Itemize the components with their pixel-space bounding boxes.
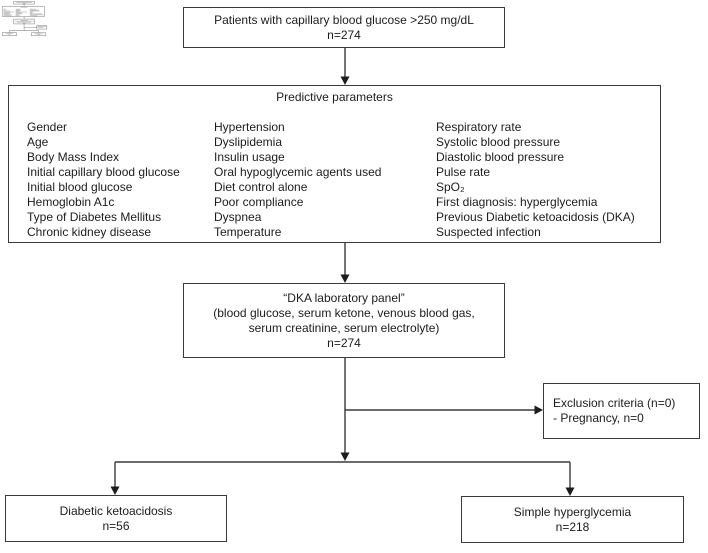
parameter-item: Hypertension — [214, 120, 285, 134]
parameter-item: Hemoglobin A1c — [27, 195, 115, 209]
panel-box-count: n=274 — [327, 335, 361, 350]
predictive-parameters-column-3: Respiratory rate Systolic blood pressure… — [436, 120, 635, 240]
predictive-parameters-box: Predictive parameters Gender Age Body Ma… — [8, 85, 661, 243]
exclusion-criteria-title: Exclusion criteria (n=0) — [553, 396, 676, 410]
parameter-item: Systolic blood pressure — [436, 135, 561, 149]
patients-box-line1: Patients with capillary blood glucose >2… — [214, 12, 474, 27]
parameter-item: Diastolic blood pressure — [436, 150, 565, 164]
hyperglycemia-outcome-count: n=218 — [555, 519, 590, 534]
parameter-item: Respiratory rate — [436, 120, 522, 134]
simple-hyperglycemia-box: Simple hyperglycemia n=218 — [461, 496, 684, 543]
parameter-item: First diagnosis: hyperglycemia — [436, 195, 598, 209]
parameter-item: Dyspnea — [214, 210, 262, 224]
parameter-item: Suspected infection — [436, 225, 541, 239]
patients-box-count: n=274 — [327, 27, 361, 42]
parameter-item: Type of Diabetes Mellitus — [27, 210, 162, 224]
parameter-item: Initial capillary blood glucose — [27, 165, 180, 179]
parameter-item: Initial blood glucose — [27, 180, 133, 194]
dka-outcome-label: Diabetic ketoacidosis — [59, 503, 173, 518]
parameter-item: Chronic kidney disease — [27, 225, 152, 239]
parameter-item: SpO₂ — [436, 180, 465, 194]
parameter-item: Temperature — [214, 225, 282, 239]
panel-box-line2: (blood glucose, serum ketone, venous blo… — [213, 305, 475, 320]
predictive-parameters-title: Predictive parameters — [276, 90, 393, 104]
parameter-item: Gender — [27, 120, 68, 134]
diabetic-ketoacidosis-box: Diabetic ketoacidosis n=56 — [5, 495, 227, 542]
predictive-parameters-column-1: Gender Age Body Mass Index Initial capil… — [27, 120, 180, 240]
panel-box-title: “DKA laboratory panel” — [283, 290, 405, 305]
patients-box: Patients with capillary blood glucose >2… — [183, 7, 505, 48]
dka-laboratory-panel-box: “DKA laboratory panel” (blood glucose, s… — [183, 283, 505, 358]
parameter-item: Dyslipidemia — [214, 135, 283, 149]
diagram-thumbnail — [2, 1, 48, 37]
exclusion-criteria-item: - Pregnancy, n=0 — [553, 411, 644, 425]
parameter-item: Oral hypoglycemic agents used — [214, 165, 382, 179]
parameter-item: Age — [27, 135, 49, 149]
parameter-item: Insulin usage — [214, 150, 285, 164]
dka-outcome-count: n=56 — [102, 518, 130, 533]
parameter-item: Body Mass Index — [27, 150, 120, 164]
parameter-item: Previous Diabetic ketoacidosis (DKA) — [436, 210, 635, 224]
panel-box-line3: serum creatinine, serum electrolyte) — [248, 320, 440, 335]
predictive-parameters-column-2: Hypertension Dyslipidemia Insulin usage … — [214, 120, 381, 240]
parameter-item: Diet control alone — [214, 180, 308, 194]
exclusion-criteria-box: Exclusion criteria (n=0) - Pregnancy, n=… — [543, 383, 700, 439]
hyperglycemia-outcome-label: Simple hyperglycemia — [513, 504, 632, 519]
parameter-item: Pulse rate — [436, 165, 491, 179]
parameter-item: Poor compliance — [214, 195, 304, 209]
